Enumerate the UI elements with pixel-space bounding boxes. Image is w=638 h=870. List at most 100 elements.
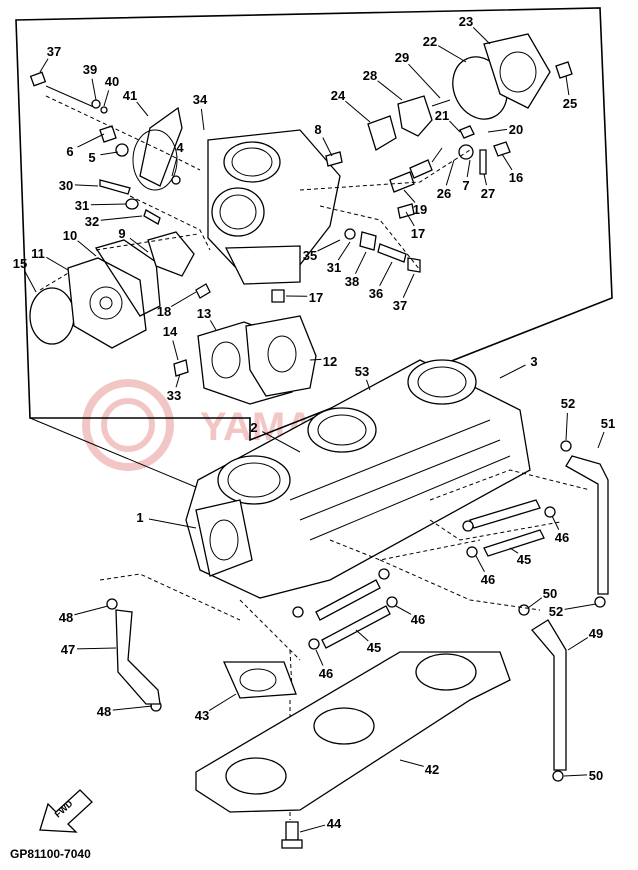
part-throttle-41	[139, 106, 183, 187]
callout-40: 40	[105, 74, 119, 89]
callout-53: 53	[355, 364, 369, 379]
callout-leaders	[24, 27, 605, 833]
part-diaphragm-15	[29, 287, 75, 345]
callout-leader-5	[100, 151, 119, 156]
callout-leader-14	[172, 340, 179, 361]
callout-leader-30	[74, 184, 99, 187]
callout-labels: 1234567891011121314151617171819202122232…	[13, 14, 615, 831]
callout-31a: 31	[75, 198, 89, 213]
callout-leader-34	[200, 108, 205, 131]
callout-50b: 50	[589, 768, 603, 783]
callout-35: 35	[303, 248, 317, 263]
callout-52b: 52	[549, 604, 563, 619]
callout-41: 41	[123, 88, 137, 103]
callout-45b: 45	[367, 640, 381, 655]
part-plate-24	[367, 115, 397, 151]
callout-leader-44	[299, 824, 326, 833]
callout-10: 10	[63, 228, 77, 243]
callout-leader-17a	[405, 211, 415, 227]
callout-leader-48a	[74, 605, 109, 616]
callout-16: 16	[509, 170, 523, 185]
callout-leader-46a	[551, 515, 560, 530]
callout-19: 19	[413, 202, 427, 217]
callout-leader-51	[597, 431, 605, 449]
part-hose-45a	[469, 499, 541, 529]
callout-leader-49	[567, 637, 588, 651]
callout-leader-21	[449, 120, 461, 133]
callout-leader-48b	[112, 705, 153, 711]
callout-37a: 37	[47, 44, 61, 59]
callout-leader-41	[136, 101, 149, 117]
callout-leader-23	[472, 27, 491, 45]
callout-30: 30	[59, 178, 73, 193]
callout-leader-27	[483, 173, 488, 186]
callout-leader-50a	[527, 597, 543, 609]
callout-leader-2	[262, 431, 301, 453]
callout-leader-9	[129, 237, 149, 253]
callout-leader-33	[175, 373, 181, 388]
callout-48b: 48	[97, 704, 111, 719]
part-hose-45b2	[321, 605, 391, 649]
callout-3: 3	[530, 354, 537, 369]
part-carburetor-assembly	[185, 359, 531, 599]
callout-leader-46b	[475, 555, 485, 572]
callout-27: 27	[481, 186, 495, 201]
part-carburetor-body-detail	[207, 129, 341, 285]
callout-15: 15	[13, 256, 27, 271]
callout-33: 33	[167, 388, 181, 403]
callout-12: 12	[323, 354, 337, 369]
callout-34: 34	[193, 92, 208, 107]
part-cover-23	[483, 33, 551, 109]
callout-46d: 46	[319, 666, 333, 681]
part-cover-11	[67, 257, 147, 349]
callout-leader-12	[309, 358, 322, 361]
callout-46c: 46	[411, 612, 425, 627]
callout-leader-40	[103, 90, 110, 107]
callout-leader-31b	[337, 241, 351, 261]
callout-leader-39	[91, 78, 97, 101]
callout-leader-36	[379, 261, 393, 287]
callout-11: 11	[31, 246, 45, 261]
part-gasket-12	[245, 315, 317, 397]
part-hose-51	[565, 455, 609, 595]
callout-leader-43	[208, 693, 237, 711]
callout-29: 29	[395, 50, 409, 65]
callout-8: 8	[314, 122, 321, 137]
callout-28: 28	[363, 68, 377, 83]
callout-5: 5	[88, 150, 95, 165]
callout-leader-1	[148, 518, 197, 529]
fwd-arrow-icon: FWD	[39, 789, 93, 833]
callout-31b: 31	[327, 260, 341, 275]
callout-38: 38	[345, 274, 359, 289]
callout-45a: 45	[517, 552, 531, 567]
callout-leader-37b	[402, 273, 415, 298]
callout-42: 42	[425, 762, 439, 777]
callout-leader-20	[487, 128, 508, 133]
callout-leader-25	[565, 75, 570, 96]
callout-leader-11	[46, 256, 69, 271]
part-hose-47	[115, 609, 161, 705]
callout-36: 36	[369, 286, 383, 301]
callout-leader-46d	[315, 649, 324, 666]
callout-25: 25	[563, 96, 577, 111]
callout-leader-6	[77, 133, 105, 148]
callout-leader-50b	[563, 774, 588, 777]
part-hose-45b	[315, 579, 381, 621]
hose-clips	[106, 440, 606, 782]
part-gasket-43	[222, 661, 297, 699]
callout-leader-19	[403, 189, 416, 203]
callout-leader-45a	[509, 547, 519, 554]
callout-32: 32	[85, 214, 99, 229]
part-gasket-10	[94, 239, 161, 317]
callout-21: 21	[435, 108, 449, 123]
callout-leader-38	[354, 251, 367, 274]
callout-leader-22	[437, 45, 467, 63]
callout-17b: 17	[309, 290, 323, 305]
callout-leader-32	[100, 215, 143, 221]
part-screw-44	[281, 821, 303, 849]
callout-leader-16	[501, 153, 513, 171]
callout-leader-8	[322, 137, 333, 157]
callout-18: 18	[157, 304, 171, 319]
callout-leader-35	[317, 239, 341, 252]
